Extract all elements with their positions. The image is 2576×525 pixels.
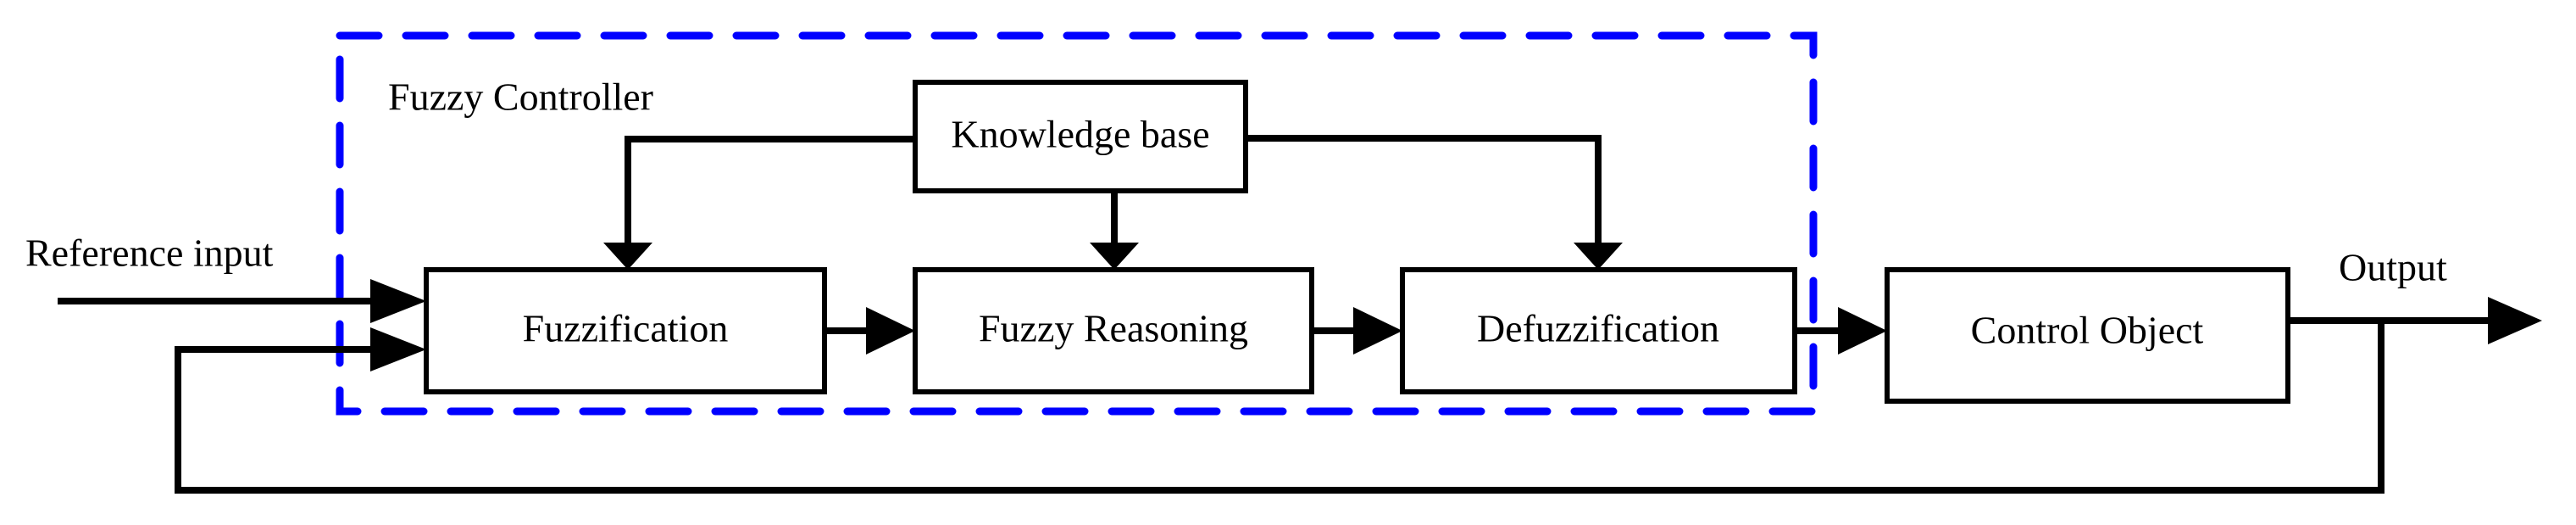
fuzzification-box[interactable] <box>424 267 827 394</box>
kb-to-defuzzification-wire <box>1246 135 1602 246</box>
knowledge-base-box[interactable] <box>913 80 1248 193</box>
fuzzification-label: Fuzzification <box>523 307 729 350</box>
fuzzy-controller-group-label: Fuzzy Controller <box>388 75 653 119</box>
reference-input-arrowhead <box>370 279 426 323</box>
block-fuzzy-reasoning[interactable]: Fuzzy Reasoning <box>913 267 1314 394</box>
feedback-arrowhead <box>370 327 426 371</box>
feedback-wire <box>175 321 2384 494</box>
kb-to-fuzzy-reasoning-arrowhead <box>1090 243 1139 270</box>
output-label: Output <box>2339 246 2447 289</box>
control-object-box[interactable] <box>1885 267 2290 404</box>
control-object-label: Control Object <box>1971 309 2204 352</box>
fuzzification-to-reasoning-arrowhead <box>866 307 915 355</box>
fuzzy-reasoning-label: Fuzzy Reasoning <box>979 307 1248 350</box>
block-defuzzification[interactable]: Defuzzification <box>1400 267 1797 394</box>
fuzzy-controller-group-border <box>336 31 1818 416</box>
reference-input-label: Reference input <box>25 232 274 275</box>
knowledge-base-label: Knowledge base <box>951 113 1209 156</box>
defuzzification-box[interactable] <box>1400 267 1797 394</box>
output-arrowhead <box>2488 297 2542 344</box>
defuzzification-to-control-object-arrowhead <box>1838 307 1887 355</box>
block-fuzzification[interactable]: Fuzzification <box>424 267 827 394</box>
kb-to-defuzzification-arrowhead <box>1574 243 1623 270</box>
fuzzy-reasoning-box[interactable] <box>913 267 1314 394</box>
block-knowledge-base[interactable]: Knowledge base <box>913 80 1248 193</box>
kb-to-fuzzification-arrowhead <box>603 243 652 270</box>
block-control-object[interactable]: Control Object <box>1885 267 2290 404</box>
defuzzification-label: Defuzzification <box>1477 307 1719 350</box>
kb-to-fuzzification-wire <box>625 136 915 246</box>
reasoning-to-defuzzification-arrowhead <box>1353 307 1402 355</box>
